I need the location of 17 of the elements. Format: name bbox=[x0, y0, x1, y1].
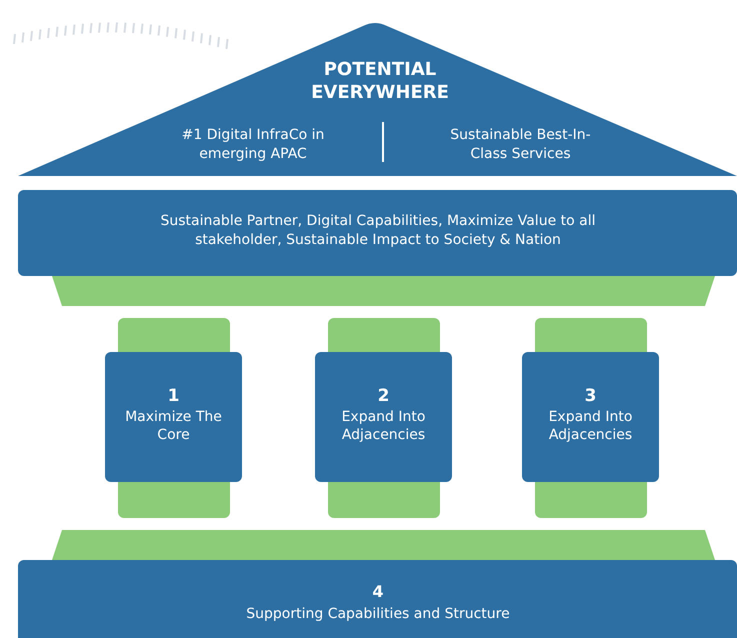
roof-title: POTENTIAL EVERYWHERE bbox=[310, 58, 450, 104]
pillar-label: Expand Into Adjacencies bbox=[548, 408, 634, 444]
beam-panel bbox=[18, 190, 737, 276]
pillar-number: 3 bbox=[584, 386, 598, 407]
pillar-box bbox=[522, 352, 659, 482]
base-panel bbox=[18, 560, 737, 638]
pillar-box bbox=[315, 352, 452, 482]
pillar-number: 2 bbox=[376, 386, 390, 407]
roof-text: Sustainable Best-In-Class Services bbox=[449, 126, 592, 164]
beam-text: Sustainable Partner, Digital Capabilities, Maximize Value to all stakeholder, Sustainable Impact to Society & Nation bbox=[159, 212, 597, 250]
pillar-number: 1 bbox=[166, 386, 180, 407]
pillar-label: Expand Into Adjacencies bbox=[340, 408, 426, 444]
base-text: Supporting Capabilities and Structure bbox=[245, 605, 511, 624]
base-number: 4 bbox=[371, 582, 385, 602]
pillar-box bbox=[105, 352, 242, 482]
roof-text: #1 Digital InfraCo in emerging APAC bbox=[180, 126, 326, 164]
pillar-label: Maximize The Core bbox=[124, 408, 223, 444]
